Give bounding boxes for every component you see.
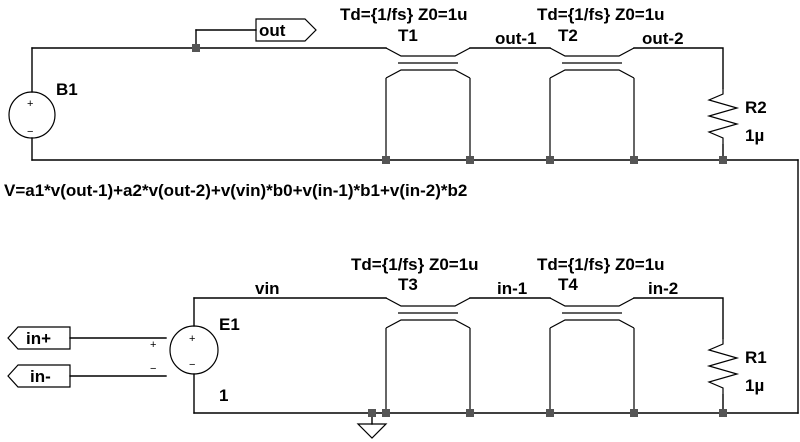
in-minus-port-label: in- <box>30 367 51 386</box>
r2-value: 1µ <box>745 126 764 145</box>
in-plus-port-label: in+ <box>26 329 51 348</box>
b1-expression: V=a1*v(out-1)+a2*v(out-2)+v(vin)*b0+v(in… <box>4 181 467 200</box>
net-label-out-1: out-1 <box>495 29 537 48</box>
bottom-pins <box>368 409 727 417</box>
b1-name: B1 <box>56 80 78 99</box>
net-label-in-2: in-2 <box>648 279 678 298</box>
t4-params: Td={1/fs} Z0=1u <box>537 255 665 274</box>
b1-source-symbol[interactable]: + − <box>8 91 56 139</box>
b1-minus-sign: − <box>27 126 33 138</box>
t3-name: T3 <box>398 275 418 294</box>
wire-t2-r2 <box>633 47 724 89</box>
t3-params: Td={1/fs} Z0=1u <box>351 255 479 274</box>
r2-name: R2 <box>745 98 767 117</box>
r1-value: 1µ <box>745 376 764 395</box>
t1-name: T1 <box>398 26 418 45</box>
in-plus-port-flag[interactable]: in+ <box>7 326 71 350</box>
e1-control-plus: + <box>150 339 156 351</box>
bottom-circuit: + − + − E1 1 Td={1/fs} Z0=1u T3 Td={1/fs… <box>7 255 799 439</box>
out-port-label: out <box>259 21 286 40</box>
t2-name: T2 <box>558 26 578 45</box>
b1-plus-sign: + <box>27 98 33 110</box>
t1-params: Td={1/fs} Z0=1u <box>340 5 468 24</box>
top-pins <box>192 44 727 164</box>
e1-control-minus: − <box>150 363 156 375</box>
t2-params: Td={1/fs} Z0=1u <box>537 5 665 24</box>
t2-transmission-line[interactable] <box>549 47 635 160</box>
net-label-vin: vin <box>255 279 280 298</box>
wire-t4-r1 <box>633 297 724 339</box>
top-circuit: + − B1 Td={1/fs} Z0=1u T1 Td={1/fs} Z0=1… <box>8 5 799 414</box>
r2-resistor[interactable] <box>706 88 740 145</box>
r1-name: R1 <box>745 348 767 367</box>
t3-transmission-line[interactable] <box>385 297 471 413</box>
r1-resistor[interactable] <box>706 338 740 395</box>
t1-transmission-line[interactable] <box>385 47 471 160</box>
net-label-in-1: in-1 <box>497 279 527 298</box>
t4-transmission-line[interactable] <box>549 297 635 413</box>
t4-name: T4 <box>558 275 578 294</box>
out-port-flag[interactable]: out <box>255 18 317 42</box>
e1-gain: 1 <box>219 386 228 405</box>
e1-source-symbol[interactable]: + − <box>169 325 219 375</box>
e1-plus-sign: + <box>189 333 195 345</box>
net-label-out-2: out-2 <box>642 29 684 48</box>
in-minus-port-flag[interactable]: in- <box>7 364 71 388</box>
e1-minus-sign: − <box>189 359 195 371</box>
ground-icon <box>356 423 388 439</box>
e1-name: E1 <box>219 315 240 334</box>
